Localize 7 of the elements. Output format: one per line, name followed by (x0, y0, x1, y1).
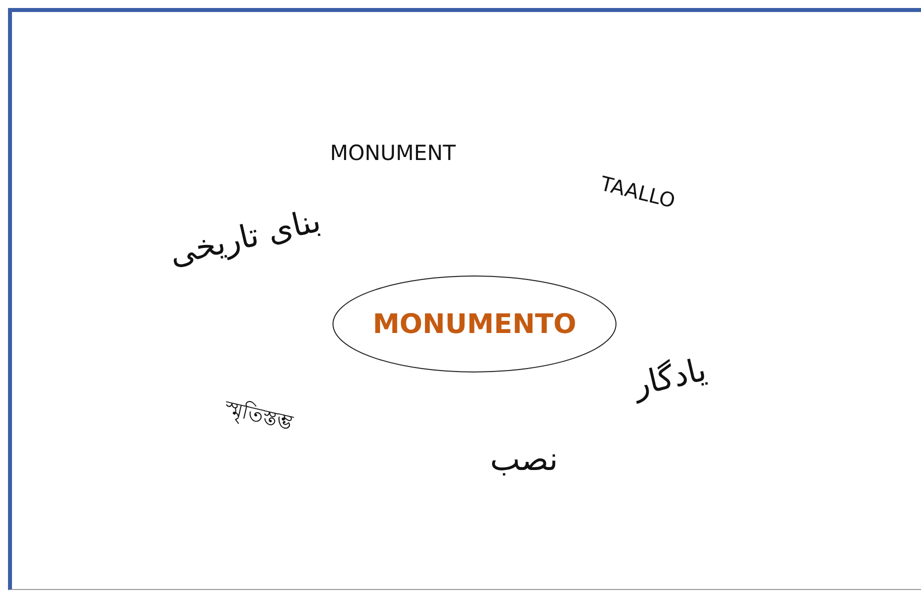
word-label: MONUMENT (330, 141, 456, 165)
word-label: نصب (490, 440, 558, 478)
node-label: MONUMENTO (372, 308, 576, 340)
word-label: TAALLO (598, 171, 678, 213)
word-label: স্মৃতিস্তম্ভ (222, 394, 296, 436)
word-label: یادگار (630, 350, 710, 404)
word-label: بنای تاریخی (166, 201, 324, 273)
